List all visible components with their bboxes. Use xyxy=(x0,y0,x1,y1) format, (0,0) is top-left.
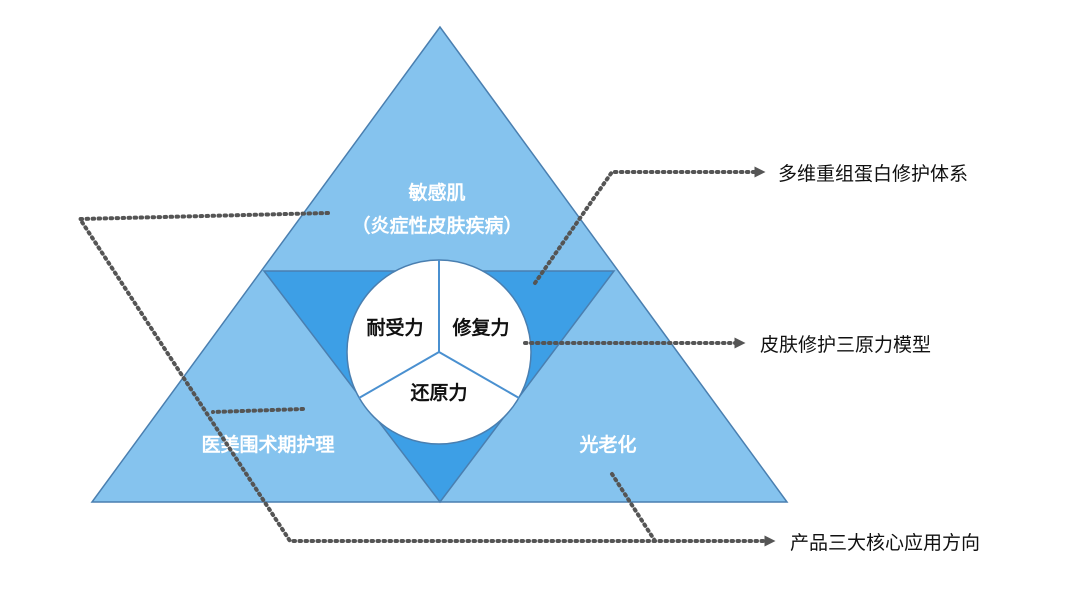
core-divider-right xyxy=(438,351,520,399)
leader-line-left-branch xyxy=(78,211,776,547)
leader-line-right-branch xyxy=(610,472,657,543)
core-label-restore: 还原力 xyxy=(409,381,467,404)
annotation-protein-system: 多维重组蛋白修护体系 xyxy=(778,163,968,185)
left-region-label: 医美围术期护理 xyxy=(201,433,334,456)
core-label-tolerance: 耐受力 xyxy=(366,316,423,339)
leader-line-protein xyxy=(533,166,766,285)
annotation-application-directions: 产品三大核心应用方向 xyxy=(790,532,980,554)
top-region-title: 敏感肌 xyxy=(407,181,465,204)
core-circle-group xyxy=(346,259,532,445)
leader-line-mid-branch xyxy=(211,407,305,414)
annotation-three-forces-model: 皮肤修护三原力模型 xyxy=(760,334,931,356)
right-region-label: 光老化 xyxy=(578,433,636,456)
core-divider-left xyxy=(358,351,440,399)
top-region-subtitle: （炎症性皮肤疾病） xyxy=(351,214,522,237)
core-label-repair: 修复力 xyxy=(451,316,509,339)
